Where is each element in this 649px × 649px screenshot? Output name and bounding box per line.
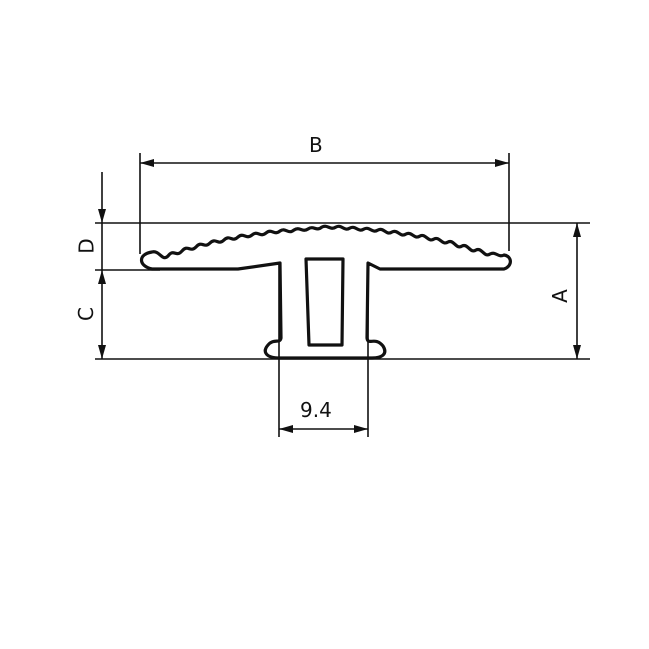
dimension-label-stem-width: 9.4 [300, 398, 332, 422]
dimension-label-a: A [547, 289, 572, 303]
dimension-label-d: D [74, 238, 99, 254]
dimension-label-c: C [73, 307, 98, 321]
dimension-lines [98, 159, 581, 433]
dimension-label-b: B [309, 133, 323, 157]
profile-outline [139, 224, 512, 360]
